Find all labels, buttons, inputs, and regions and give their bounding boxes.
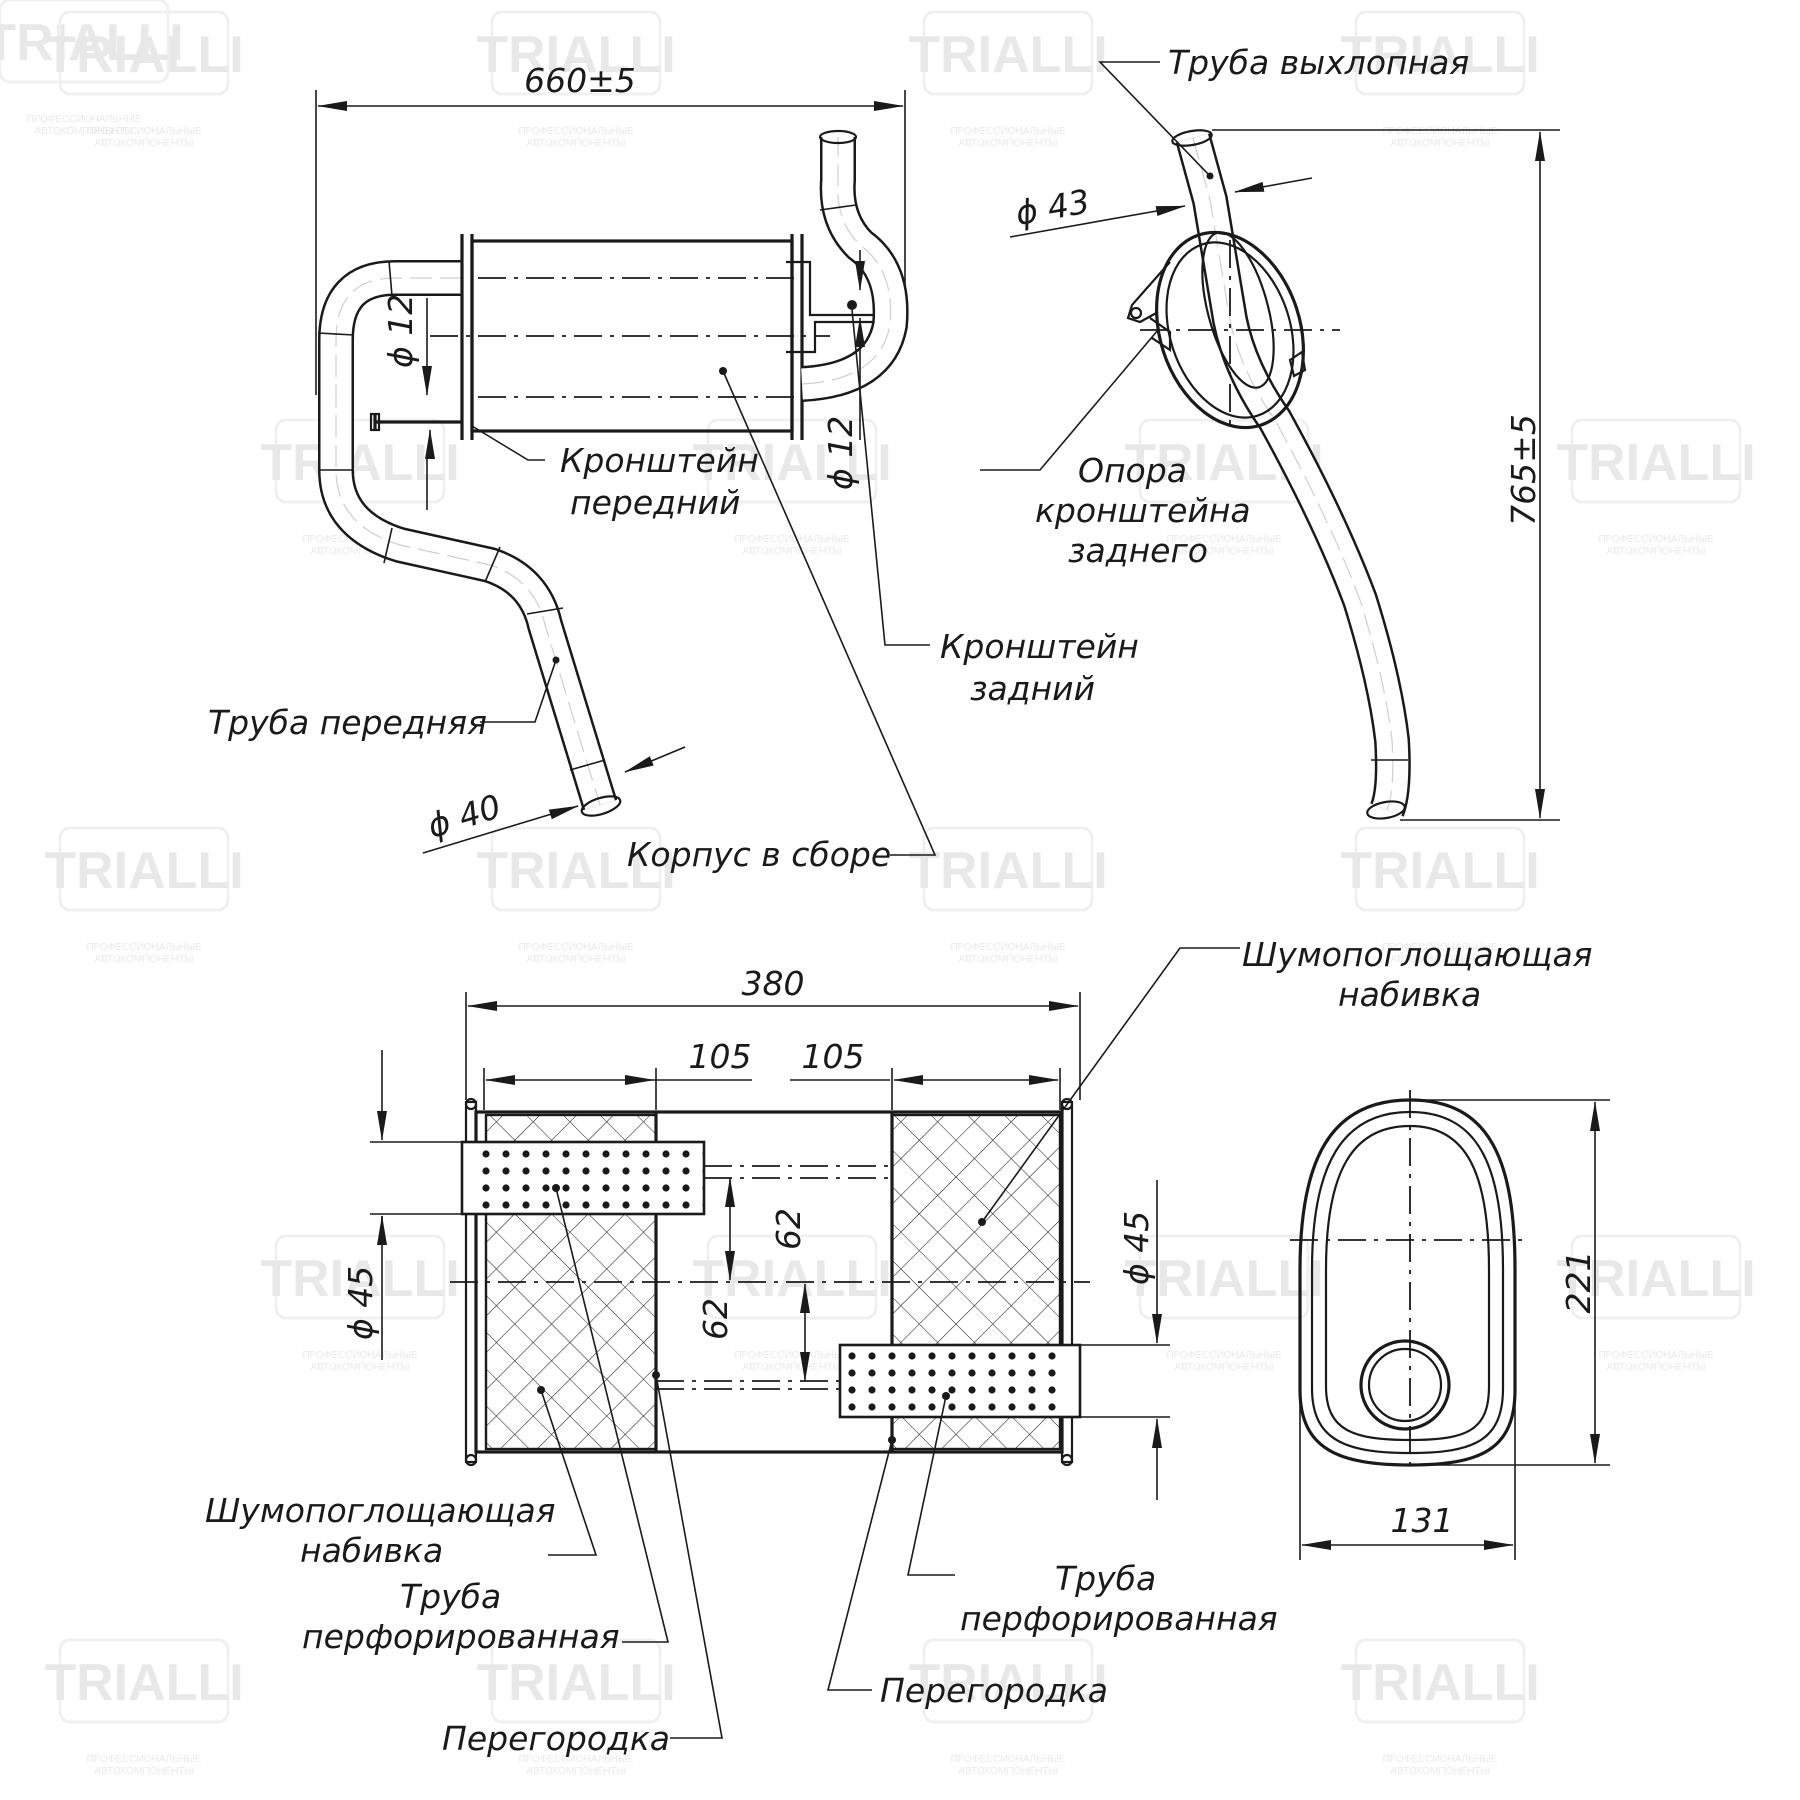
label-bracket-front: передний [570,483,740,522]
dim-chamber-right-label: 105 [802,1037,865,1076]
outlet-circle [1359,1339,1451,1431]
dim-chamber-left-label: 105 [689,1037,752,1076]
dim-outlet-label: ϕ 45 [1117,1211,1156,1285]
dim-total-label: 380 [742,964,805,1003]
label-packing-left: набивка [300,1531,443,1570]
end-view: 221 131 [1290,1090,1610,1560]
label-packing-top: набивка [1338,975,1481,1014]
label-exhaust: Труба выхлопная [1168,43,1469,82]
label-support: кронштейна [1035,491,1251,530]
label-baffle-left: Перегородка [442,1719,670,1758]
watermark-layer: TRIALLI ПРОФЕССИОНАЛЬНЫЕ АВТОКОМПОНЕНТЫ [0,0,1758,1779]
bracket-support [1126,261,1307,378]
watermark-tagline: ПРОФЕССИОНАЛЬНЫЕ [26,114,141,125]
label-front-pipe: Труба передняя [208,703,487,742]
dim-end-width-label: 131 [1391,1501,1454,1540]
label-baffle-right: Перегородка [880,1671,1108,1710]
section-view: 380 105 105 [205,935,1593,1758]
dim-bracket-rear-label: ϕ 12 [821,416,860,490]
front-bracket [369,412,462,432]
label-perf-right: Труба [1055,1559,1156,1598]
dim-inlet-label: ϕ 45 [341,1266,380,1340]
front-view-body [1140,230,1340,430]
front-view: ϕ 43 765±5 Труба выхлопная Опора кронште… [980,43,1560,821]
label-packing-left: Шумопоглощающая [205,1491,556,1530]
label-support: Опора [1078,451,1187,490]
label-body: Корпус в сборе [627,835,891,874]
label-bracket-front: Кронштейн [560,441,759,480]
dim-end-height-label: 221 [1559,1251,1598,1314]
label-perf-left: Труба [400,1577,501,1616]
dim-length-label: 660±5 [524,61,636,100]
dim-offset-lower-label: 62 [696,1298,735,1340]
side-view: 660±5 [208,61,1139,874]
dim-offset-upper-label: 62 [769,1208,808,1250]
watermark-tagline: АВТОКОМПОНЕНТЫ [35,126,134,137]
label-support: заднего [1068,531,1208,570]
label-bracket-rear: Кронштейн [940,627,1139,666]
muffler-body [430,234,830,440]
label-packing-top: Шумопоглощающая [1242,935,1593,974]
label-perf-left: перфорированная [302,1617,620,1656]
label-bracket-rear: задний [970,669,1095,708]
front-pipe [317,260,622,817]
label-perf-right: перфорированная [960,1599,1278,1638]
dim-bracket-front-label: ϕ 12 [381,294,420,368]
dim-height-label: 765±5 [1504,414,1543,526]
